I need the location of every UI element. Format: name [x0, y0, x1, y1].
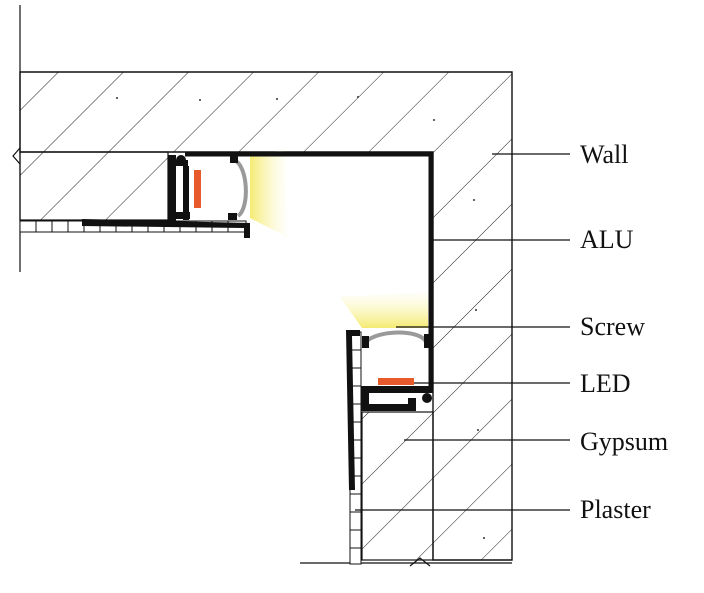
label-screw: Screw: [580, 312, 645, 341]
wall-section: [19, 71, 513, 561]
led-channel-top: [168, 155, 248, 221]
ceiling-gypsum: [19, 151, 169, 221]
concrete-dots: [116, 96, 485, 539]
label-led: LED: [580, 369, 631, 398]
label-wall: Wall: [580, 140, 629, 169]
leader-lines: [355, 153, 570, 511]
light-beam-bottom: [340, 292, 428, 328]
led-channel-bottom: [361, 330, 433, 411]
alu-profile: [185, 151, 434, 386]
light-beam-top: [250, 150, 287, 237]
wall-gypsum: [361, 411, 434, 561]
label-plaster: Plaster: [580, 495, 651, 524]
ceiling-plaster-bead: [82, 219, 250, 238]
led-chip-bottom: [378, 378, 414, 385]
wall-plaster-bead: [346, 330, 360, 490]
break-mark-left: [12, 147, 21, 165]
label-gypsum: Gypsum: [580, 427, 669, 456]
label-alu: ALU: [580, 225, 634, 254]
led-chip-top: [194, 170, 201, 208]
